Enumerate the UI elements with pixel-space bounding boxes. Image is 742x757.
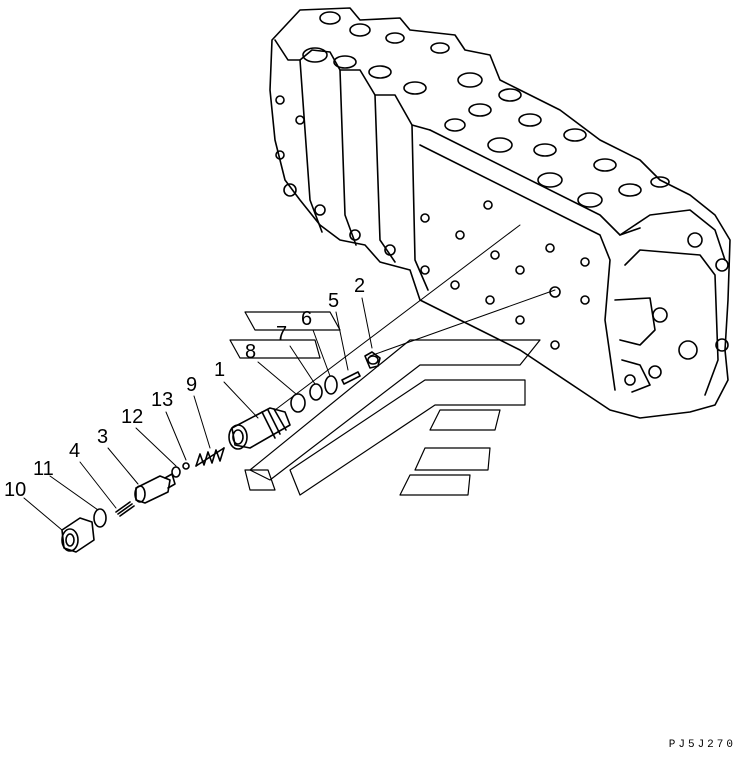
callout-12: 12 <box>121 406 144 428</box>
drawing-code: PJ5J270 <box>668 739 736 751</box>
section-hatching <box>229 311 541 496</box>
part-4-spring <box>115 501 135 517</box>
callout-7: 7 <box>276 323 288 345</box>
callout-5: 5 <box>328 290 340 312</box>
part-8-o-ring <box>290 393 306 413</box>
callout-leaders <box>23 297 373 531</box>
part-5-pin <box>341 371 361 385</box>
part-3-poppet <box>134 473 176 504</box>
assembly-leader-lines <box>274 224 556 411</box>
callout-4: 4 <box>69 440 81 462</box>
part-10-plug <box>61 517 95 553</box>
part-12-seat <box>171 466 181 478</box>
part-9-spring <box>195 447 225 467</box>
part-13-ball <box>182 462 190 470</box>
callout-1: 1 <box>214 359 226 381</box>
part-6-o-ring <box>324 375 338 395</box>
callout-9: 9 <box>186 374 198 396</box>
callout-8: 8 <box>245 341 257 363</box>
callout-6: 6 <box>301 308 313 330</box>
callout-11: 11 <box>33 458 54 480</box>
valve-ports <box>302 11 670 208</box>
part-2-plug <box>364 351 381 369</box>
part-7-o-ring <box>309 383 323 401</box>
callout-10: 10 <box>4 479 27 501</box>
control-valve-body <box>269 7 731 419</box>
callout-3: 3 <box>97 426 109 448</box>
callout-13: 13 <box>151 389 174 411</box>
callout-2: 2 <box>354 275 366 297</box>
part-11-o-ring <box>93 508 107 528</box>
valve-bolt-holes <box>275 95 729 386</box>
part-1-valve-sleeve <box>228 407 291 450</box>
